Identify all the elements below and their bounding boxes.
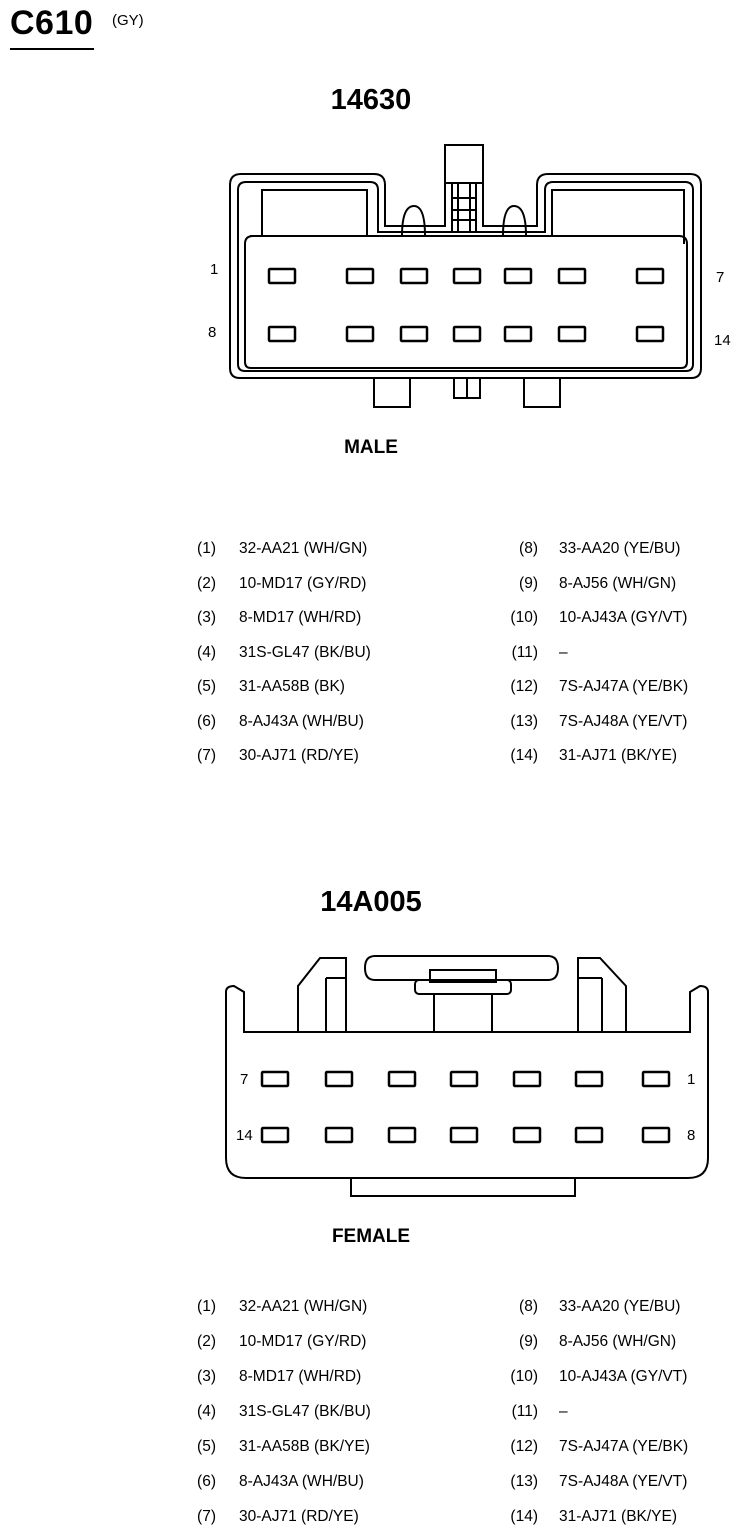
female-connector-diagram [225,955,709,1197]
pin-circuit: 32-AA21 (WH/GN) [239,1298,368,1315]
pin-number: (7) [197,1508,216,1525]
table-row: (4) 31S-GL47 (BK/BU) (11) – [0,1403,742,1423]
pin-number: (3) [197,1368,216,1385]
male-part-number: 14630 [330,84,412,116]
pin-circuit: 32-AA21 (WH/GN) [239,540,368,557]
table-row: (1) 32-AA21 (WH/GN) (8) 33-AA20 (YE/BU) [0,540,742,560]
pin-circuit: 7S-AJ48A (YE/VT) [559,1473,688,1490]
table-row: (1) 32-AA21 (WH/GN) (8) 33-AA20 (YE/BU) [0,1298,742,1318]
pin-number: (9) [519,1333,538,1350]
pin-number: (12) [510,1438,538,1455]
pin-circuit: 31-AJ71 (BK/YE) [559,747,678,764]
pin-number: (3) [197,609,216,626]
pin-number: (13) [510,1473,538,1490]
pin-circuit: 8-AJ43A (WH/BU) [239,713,364,730]
table-row: (5) 31-AA58B (BK) (12) 7S-AJ47A (YE/BK) [0,678,742,698]
table-row: (6) 8-AJ43A (WH/BU) (13) 7S-AJ48A (YE/VT… [0,713,742,733]
pin-circuit: 30-AJ71 (RD/YE) [239,1508,359,1525]
table-row: (4) 31S-GL47 (BK/BU) (11) – [0,644,742,664]
male-pin-label-top-right: 7 [716,269,725,286]
pin-number: (13) [510,713,538,730]
pin-number: (14) [510,747,538,764]
female-pin-label-top-left: 7 [240,1071,249,1088]
pin-circuit: 7S-AJ47A (YE/BK) [559,1438,689,1455]
table-row: (5) 31-AA58B (BK/YE) (12) 7S-AJ47A (YE/B… [0,1438,742,1458]
table-row: (6) 8-AJ43A (WH/BU) (13) 7S-AJ48A (YE/VT… [0,1473,742,1493]
pin-number: (2) [197,575,216,592]
male-pin-label-bottom-left: 8 [208,324,217,341]
pin-number: (1) [197,540,216,557]
pin-circuit: 33-AA20 (YE/BU) [559,540,681,557]
pin-circuit: 31-AJ71 (BK/YE) [559,1508,678,1525]
pin-number: (11) [511,644,538,661]
pin-number: (2) [197,1333,216,1350]
male-pin-label-bottom-right: 14 [714,332,731,349]
pin-circuit: 8-MD17 (WH/RD) [239,1368,362,1385]
pin-circuit: 31S-GL47 (BK/BU) [239,644,371,661]
pin-circuit: 30-AJ71 (RD/YE) [239,747,359,764]
pin-number: (6) [197,713,216,730]
pin-circuit: 10-MD17 (GY/RD) [239,1333,367,1350]
female-pin-label-bottom-left: 14 [236,1127,253,1144]
pin-number: (10) [510,609,538,626]
pin-number: (14) [510,1508,538,1525]
pin-number: (6) [197,1473,216,1490]
table-row: (3) 8-MD17 (WH/RD) (10) 10-AJ43A (GY/VT) [0,609,742,629]
female-pin-label-top-right: 1 [687,1071,696,1088]
pin-number: (12) [510,678,538,695]
pin-number: (4) [197,644,216,661]
table-row: (7) 30-AJ71 (RD/YE) (14) 31-AJ71 (BK/YE) [0,747,742,767]
female-pin-label-bottom-right: 8 [687,1127,696,1144]
table-row: (2) 10-MD17 (GY/RD) (9) 8-AJ56 (WH/GN) [0,575,742,595]
pin-circuit: 33-AA20 (YE/BU) [559,1298,681,1315]
table-row: (2) 10-MD17 (GY/RD) (9) 8-AJ56 (WH/GN) [0,1333,742,1353]
female-part-number: 14A005 [320,886,422,918]
connector-color-code: (GY) [112,12,144,29]
table-row: (7) 30-AJ71 (RD/YE) (14) 31-AJ71 (BK/YE) [0,1508,742,1528]
pin-circuit: 7S-AJ47A (YE/BK) [559,678,689,695]
female-gender-label: FEMALE [331,1226,411,1247]
pin-circuit: 7S-AJ48A (YE/VT) [559,713,688,730]
pin-circuit: – [559,1403,568,1420]
male-gender-label: MALE [344,437,398,458]
pin-circuit: 31-AA58B (BK/YE) [239,1438,370,1455]
pin-number: (4) [197,1403,216,1420]
pin-circuit: 8-MD17 (WH/RD) [239,609,362,626]
pin-circuit: 10-AJ43A (GY/VT) [559,1368,688,1385]
pin-number: (5) [197,678,216,695]
male-pin-label-top-left: 1 [210,261,219,278]
male-connector-diagram [229,144,702,408]
pin-number: (11) [511,1403,538,1420]
table-row: (3) 8-MD17 (WH/RD) (10) 10-AJ43A (GY/VT) [0,1368,742,1388]
pin-circuit: 10-MD17 (GY/RD) [239,575,367,592]
pin-circuit: 8-AJ43A (WH/BU) [239,1473,364,1490]
connector-id-underline [10,48,94,50]
pin-number: (5) [197,1438,216,1455]
pin-circuit: – [559,644,568,661]
pin-circuit: 8-AJ56 (WH/GN) [559,1333,677,1350]
pin-circuit: 31-AA58B (BK) [239,678,345,695]
pin-circuit: 8-AJ56 (WH/GN) [559,575,677,592]
pin-number: (8) [519,1298,538,1315]
pin-number: (7) [197,747,216,764]
pin-circuit: 10-AJ43A (GY/VT) [559,609,688,626]
pin-number: (10) [510,1368,538,1385]
pin-number: (9) [519,575,538,592]
pin-number: (8) [519,540,538,557]
pin-circuit: 31S-GL47 (BK/BU) [239,1403,371,1420]
connector-id: C610 [10,4,94,42]
pin-number: (1) [197,1298,216,1315]
